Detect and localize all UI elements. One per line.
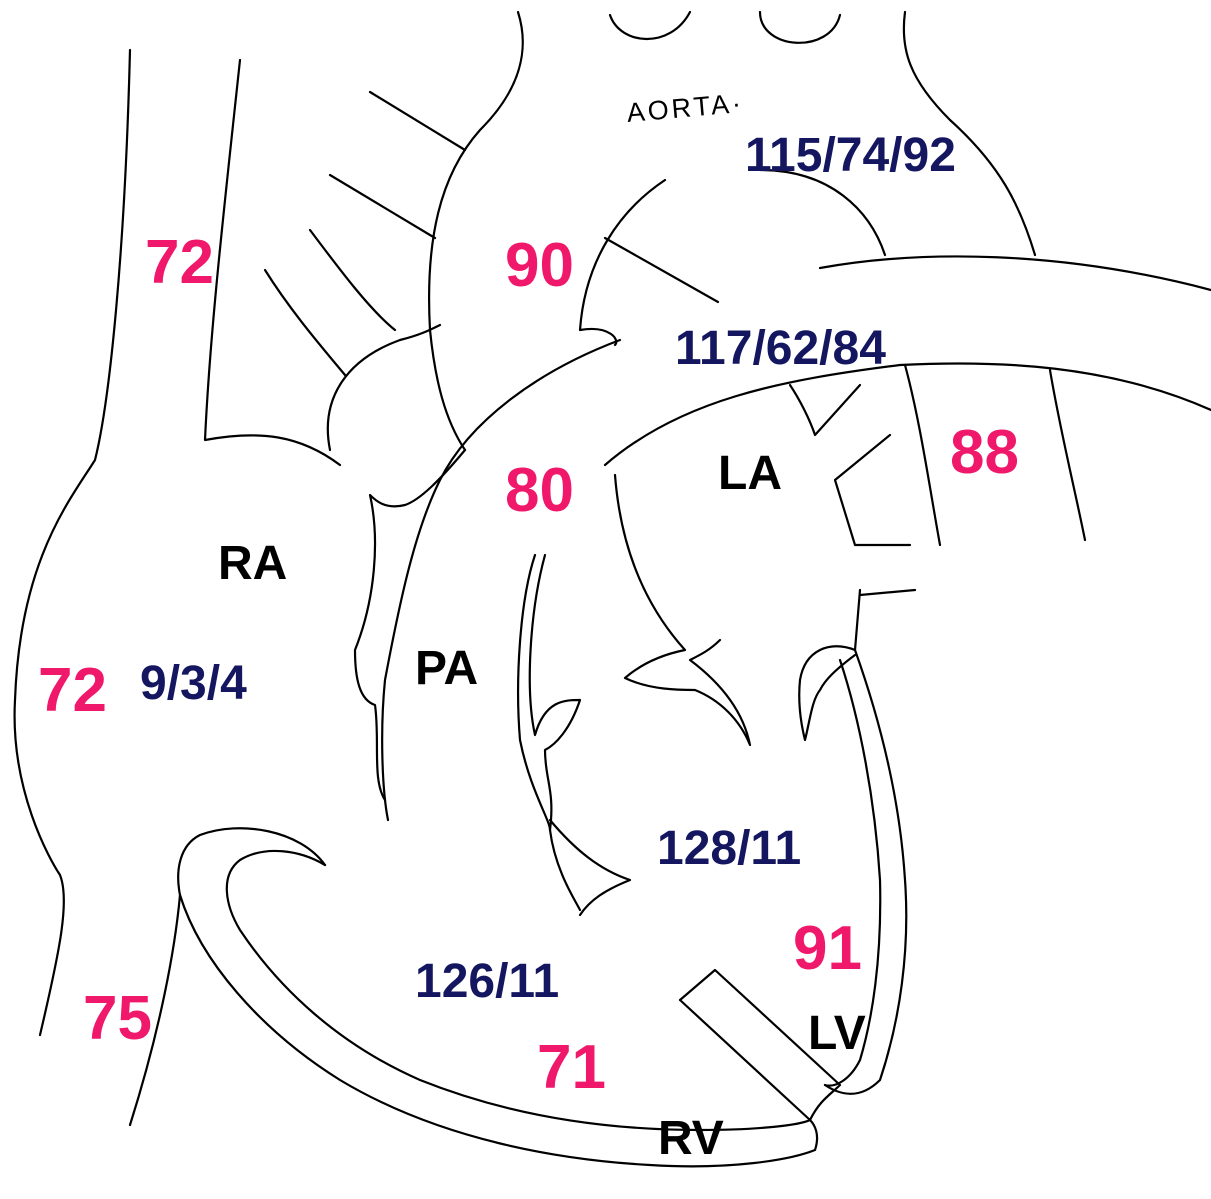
chamber-label-la: LA bbox=[718, 450, 782, 498]
mitral-leaflet-left bbox=[615, 475, 750, 745]
saturation-rv: 71 bbox=[537, 1037, 606, 1099]
tricuspid-leaflet bbox=[550, 820, 630, 915]
la-outer bbox=[860, 590, 915, 595]
aorta-branch-2 bbox=[760, 12, 840, 43]
pa-leaflet-left bbox=[355, 450, 465, 800]
saturation-pulmonary-vein: 88 bbox=[950, 422, 1019, 484]
mitral-leaflet-right bbox=[799, 646, 855, 740]
saturation-aorta: 90 bbox=[505, 235, 574, 297]
pressure-lv: 128/11 bbox=[657, 825, 801, 873]
pulm-branch-a bbox=[310, 230, 395, 330]
chamber-label-ra: RA bbox=[218, 540, 287, 588]
pulm-vein-2 bbox=[905, 365, 940, 545]
rpa-upper bbox=[820, 256, 1211, 290]
heart-outline bbox=[15, 12, 1211, 1166]
saturation-ra: 72 bbox=[38, 660, 107, 722]
aorta-branch-1 bbox=[610, 12, 690, 39]
saturation-svc: 72 bbox=[145, 232, 214, 294]
septum-line bbox=[518, 555, 550, 830]
vena-cava-outer-wall bbox=[15, 50, 130, 1035]
pulm-vein-4 bbox=[835, 435, 910, 545]
septum-outer bbox=[530, 555, 580, 910]
aorta-inner-arch-2 bbox=[760, 170, 885, 255]
saturation-ivc: 75 bbox=[83, 988, 152, 1050]
aorta-inner-arch bbox=[580, 180, 665, 345]
pulm-branch-b bbox=[265, 270, 345, 375]
pulm-line-2 bbox=[330, 175, 435, 238]
pulm-vessel bbox=[328, 325, 440, 450]
chamber-label-rv: RV bbox=[658, 1115, 724, 1163]
pa-outer-wall bbox=[382, 340, 620, 820]
pulm-vein-1 bbox=[1050, 370, 1085, 540]
pulm-line-3 bbox=[605, 238, 718, 302]
saturation-pa: 80 bbox=[505, 460, 574, 522]
saturation-lv: 91 bbox=[793, 918, 862, 980]
chamber-label-lv: LV bbox=[808, 1010, 866, 1058]
svc-inner-wall bbox=[205, 60, 340, 465]
chamber-label-pa: PA bbox=[415, 645, 478, 693]
pressure-rv: 126/11 bbox=[415, 958, 559, 1006]
pressure-aorta-lower: 117/62/84 bbox=[675, 325, 886, 373]
pulm-line-1 bbox=[370, 92, 465, 150]
pressure-ra: 9/3/4 bbox=[140, 660, 247, 708]
pressure-aorta-upper: 115/74/92 bbox=[745, 132, 956, 180]
pulm-vein-3 bbox=[790, 385, 860, 435]
